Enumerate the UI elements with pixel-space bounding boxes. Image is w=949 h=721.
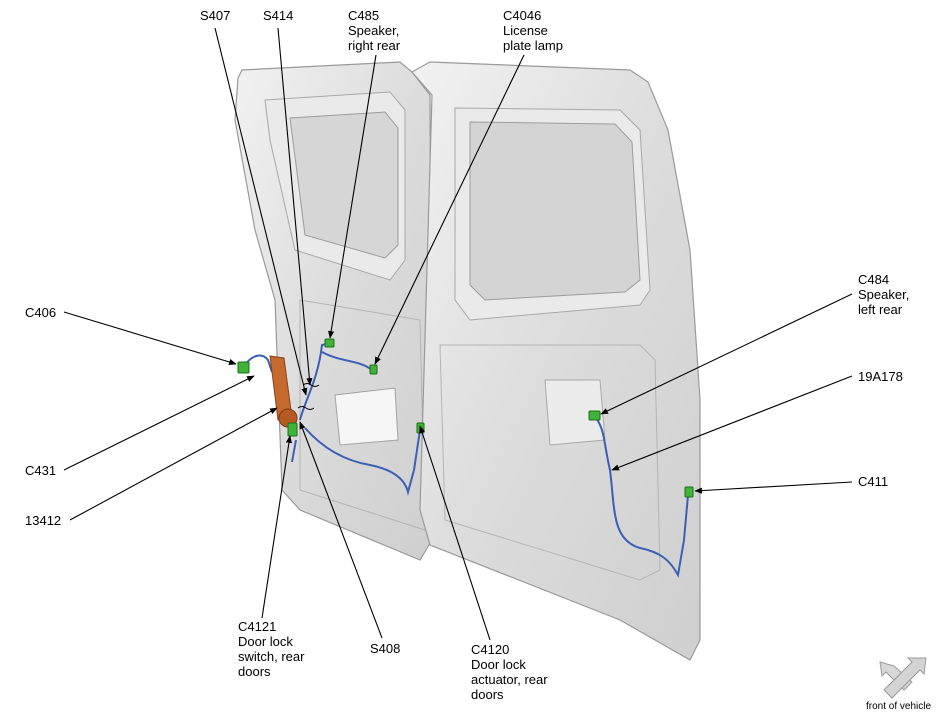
leader-s414 — [277, 27, 313, 386]
arrow-front-icon — [879, 657, 927, 699]
connector-c484 — [588, 410, 601, 421]
wiring-harness-19a178 — [243, 342, 689, 579]
label-c484: C484 Speaker, left rear — [858, 272, 910, 317]
leader-c4121 — [261, 435, 292, 619]
connector-c4046 — [369, 364, 378, 375]
leader-c485 — [328, 54, 377, 339]
leader-c406 — [63, 311, 237, 365]
leader-s407 — [214, 27, 308, 396]
label-c4046: C4046 License plate lamp — [503, 8, 563, 53]
label-c4121: C4121 Door lock switch, rear doors — [238, 619, 305, 679]
label-c485: C485 Speaker, right rear — [348, 8, 401, 53]
label-13412: 13412 — [25, 513, 62, 528]
leader-c484 — [600, 293, 853, 415]
leader-c431 — [63, 375, 255, 471]
label-s408: S408 — [370, 641, 401, 656]
rear-door-right — [234, 61, 433, 561]
leader-19a178 — [611, 375, 853, 471]
connector-c411 — [684, 486, 694, 498]
label-19a178: 19A178 — [858, 369, 903, 384]
label-front-of-vehicle: front of vehicle — [866, 701, 932, 712]
label-s407: S407 — [200, 8, 231, 23]
connector-c406 — [237, 361, 250, 374]
leader-s408 — [299, 421, 383, 639]
rear-door-left — [411, 61, 701, 661]
leader-c4120 — [419, 425, 491, 641]
label-s414: S414 — [263, 8, 294, 23]
connector-c4121 — [287, 422, 298, 437]
leader-13412 — [69, 407, 278, 521]
label-c411: C411 — [858, 474, 889, 489]
leader-c411 — [694, 481, 853, 494]
connector-c485 — [324, 338, 335, 348]
leader-c4046 — [374, 54, 525, 365]
leader-lines — [63, 27, 853, 641]
label-c406: C406 — [25, 305, 57, 320]
label-c431: C431 — [25, 463, 57, 478]
label-c4120: C4120 Door lock actuator, rear doors — [471, 642, 548, 702]
